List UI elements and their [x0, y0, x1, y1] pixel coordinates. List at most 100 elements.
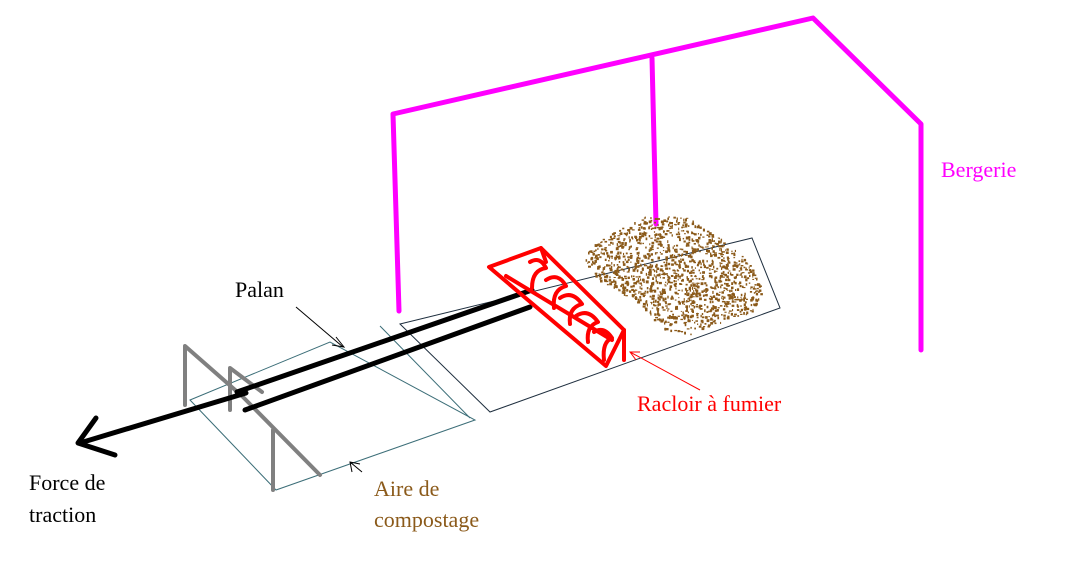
- manure-speck: [670, 310, 673, 313]
- manure-speck: [611, 233, 615, 236]
- manure-speck: [677, 289, 681, 291]
- manure-speck: [726, 317, 730, 320]
- manure-speck: [585, 259, 588, 262]
- manure-speck: [673, 276, 677, 279]
- manure-speck: [682, 224, 684, 227]
- manure-speck: [660, 253, 663, 255]
- manure-speck: [603, 248, 607, 251]
- manure-speck: [737, 264, 740, 266]
- manure-speck: [606, 252, 609, 255]
- manure-speck: [727, 258, 729, 261]
- manure-speck: [721, 314, 723, 316]
- manure-speck: [648, 249, 651, 253]
- manure-speck: [704, 309, 706, 313]
- manure-speck: [730, 296, 733, 300]
- manure-speck: [627, 258, 630, 261]
- manure-speck: [620, 268, 624, 271]
- manure-speck: [653, 270, 656, 273]
- manure-speck: [694, 225, 697, 229]
- manure-speck: [700, 262, 702, 266]
- manure-speck: [660, 319, 663, 323]
- manure-speck: [601, 248, 604, 251]
- manure-speck: [628, 246, 631, 249]
- manure-speck: [675, 308, 679, 310]
- manure-speck: [687, 236, 690, 239]
- manure-speck: [690, 333, 692, 336]
- manure-speck: [744, 309, 747, 311]
- manure-speck: [603, 252, 605, 256]
- manure-speck: [650, 312, 652, 316]
- manure-speck: [600, 251, 602, 255]
- manure-speck: [660, 296, 663, 299]
- manure-speck: [703, 262, 705, 265]
- manure-speck: [674, 299, 677, 301]
- manure-speck: [692, 271, 695, 274]
- manure-speck: [657, 256, 660, 260]
- manure-speck: [708, 310, 710, 312]
- manure-speck: [748, 266, 750, 269]
- manure-speck: [698, 325, 702, 328]
- manure-speck: [674, 280, 677, 282]
- manure-speck: [629, 290, 632, 293]
- label-racloir: Racloir à fumier: [637, 391, 782, 416]
- manure-speck: [680, 258, 682, 261]
- label-bergerie: Bergerie: [941, 157, 1016, 182]
- manure-speck: [628, 268, 630, 271]
- manure-speck: [720, 238, 723, 242]
- manure-speck: [755, 290, 757, 293]
- manure-speck: [652, 281, 655, 284]
- manure-speck: [652, 268, 655, 271]
- manure-speck: [707, 246, 709, 248]
- manure-speck: [679, 330, 682, 332]
- manure-speck: [697, 239, 699, 241]
- manure-speck: [710, 286, 713, 289]
- manure-speck: [728, 270, 731, 272]
- manure-speck: [686, 289, 689, 291]
- manure-speck: [710, 317, 713, 319]
- palan-bar-upper: [234, 287, 535, 395]
- manure-speck: [704, 282, 707, 285]
- manure-speck: [726, 256, 729, 259]
- manure-speck: [693, 243, 696, 245]
- manure-speck: [639, 286, 641, 289]
- manure-speck: [620, 285, 622, 288]
- manure-speck: [638, 282, 641, 284]
- manure-speck: [611, 265, 613, 269]
- manure-speck: [704, 304, 706, 306]
- manure-speck: [728, 310, 732, 312]
- manure-speck: [665, 301, 667, 305]
- manure-speck: [672, 313, 674, 316]
- manure-speck: [677, 231, 680, 234]
- manure-speck: [743, 298, 745, 302]
- manure-speck: [714, 277, 716, 281]
- manure-speck: [637, 300, 641, 304]
- manure-speck: [705, 288, 708, 290]
- manure-speck: [696, 226, 700, 229]
- manure-speck: [741, 272, 745, 274]
- manure-speck: [671, 296, 674, 298]
- manure-speck: [743, 297, 747, 300]
- manure-speck: [706, 305, 709, 309]
- manure-speck: [686, 217, 689, 219]
- manure-speck: [646, 300, 648, 303]
- manure-speck: [678, 253, 681, 257]
- manure-speck: [669, 225, 672, 228]
- manure-speck: [754, 277, 758, 279]
- manure-speck: [618, 256, 621, 260]
- manure-speck: [731, 304, 735, 307]
- manure-speck: [653, 297, 655, 300]
- manure-speck: [739, 285, 742, 288]
- manure-speck: [651, 264, 654, 268]
- manure-speck: [614, 284, 617, 286]
- manure-speck: [710, 317, 713, 321]
- manure-speck: [722, 254, 724, 256]
- manure-speck: [672, 269, 676, 272]
- manure-speck: [753, 292, 756, 294]
- manure-speck: [656, 281, 659, 284]
- manure-speck: [719, 275, 723, 278]
- manure-speck: [600, 241, 602, 244]
- manure-speck: [758, 289, 762, 292]
- manure-speck: [706, 249, 709, 253]
- manure-speck: [658, 298, 661, 301]
- manure-speck: [617, 246, 620, 248]
